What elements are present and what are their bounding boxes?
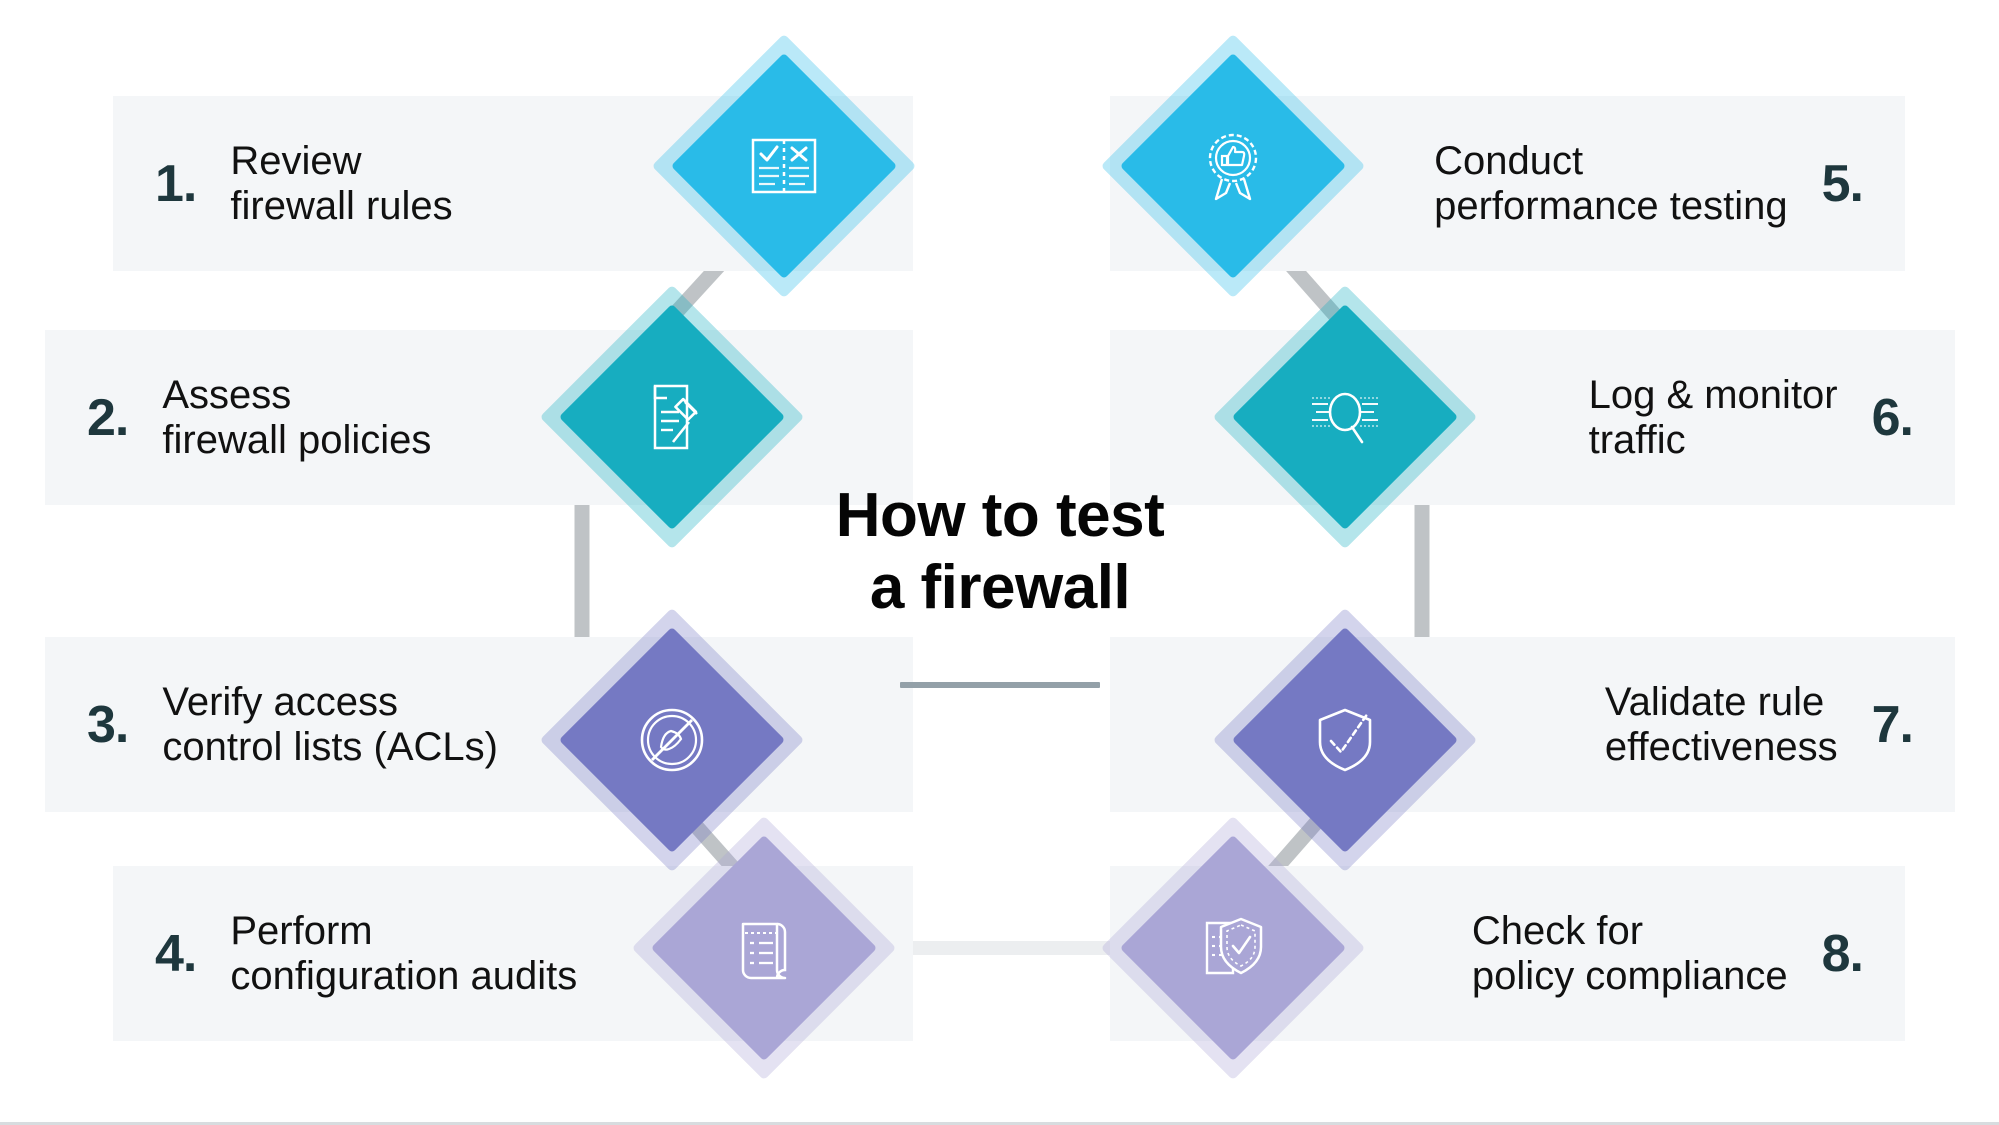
diamond-core-7 — [1231, 626, 1459, 854]
scroll-list-icon — [741, 922, 787, 980]
step-label-5: Conduct performance testing — [1434, 138, 1788, 228]
award-thumbs-up-icon — [1208, 133, 1258, 201]
step-number-7: 7. — [1871, 695, 1914, 754]
diamond-core-8 — [1119, 834, 1347, 1062]
checklist-compare-icon — [751, 138, 817, 194]
shield-check-dashed-icon — [1318, 708, 1372, 772]
step-label-3: Verify access control lists (ACLs) — [162, 679, 498, 769]
step-number-6: 6. — [1871, 388, 1914, 447]
step-label-8: Check for policy compliance — [1471, 908, 1788, 998]
step-diamond-7[interactable] — [1212, 607, 1478, 873]
step-diamond-6[interactable] — [1212, 284, 1478, 550]
page-title: How to test a firewall — [835, 481, 1165, 622]
diamond-core-5 — [1119, 52, 1347, 280]
document-shield-check-icon — [1205, 917, 1263, 975]
step-number-5: 5. — [1821, 154, 1864, 213]
access-denied-icon — [640, 708, 704, 772]
step-label-6: Log & monitor traffic — [1588, 372, 1838, 462]
step-number-4: 4. — [155, 924, 197, 983]
step-diamond-2[interactable] — [539, 284, 805, 550]
diamond-core-4 — [650, 834, 878, 1062]
step-card-6[interactable]: Log & monitor traffic 6. — [1110, 330, 1955, 505]
step-diamond-1[interactable] — [651, 33, 917, 299]
diamond-core-3 — [558, 626, 786, 854]
step-label-7: Validate rule effectiveness — [1604, 679, 1838, 769]
diamond-core-2 — [558, 303, 786, 531]
title-divider — [900, 681, 1100, 688]
diamond-core-6 — [1231, 303, 1459, 531]
center-title-block: How to test a firewall — [700, 480, 1300, 688]
step-label-4: Perform configuration audits — [230, 908, 578, 998]
step-diamond-8[interactable] — [1100, 815, 1366, 1081]
step-number-1: 1. — [155, 154, 197, 213]
step-diamond-5[interactable] — [1100, 33, 1366, 299]
step-number-2: 2. — [87, 388, 129, 447]
step-label-1: Review firewall rules — [230, 138, 453, 228]
step-diamond-3[interactable] — [539, 607, 805, 873]
footer-divider — [0, 1122, 1999, 1125]
magnifier-data-icon — [1312, 392, 1378, 444]
diamond-core-1 — [670, 52, 898, 280]
step-number-8: 8. — [1821, 924, 1864, 983]
step-diamond-4[interactable] — [631, 815, 897, 1081]
step-number-3: 3. — [87, 695, 129, 754]
step-label-2: Assess firewall policies — [162, 372, 432, 462]
document-gavel-icon — [653, 384, 698, 450]
